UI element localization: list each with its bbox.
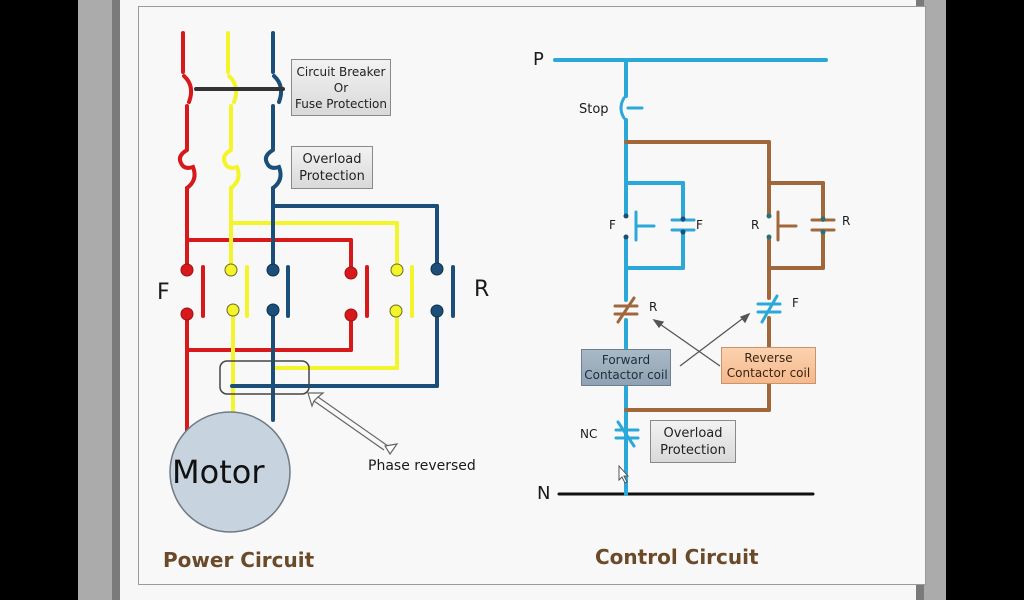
circuit-breaker-label-box: Circuit Breaker Or Fuse Protection — [291, 59, 391, 116]
overload-label-box-power: Overload Protection — [291, 146, 373, 189]
terminal-f-blue-top — [266, 263, 280, 277]
supply-label-p: P — [533, 49, 544, 70]
breaker-label-line1: Circuit Breaker — [296, 64, 386, 79]
terminal-r-yellow-top — [390, 263, 404, 277]
left-frame-shadow — [112, 0, 120, 600]
forward-rung-wire — [619, 58, 685, 496]
forward-start-button — [634, 210, 696, 242]
terminal-f-yellow-top — [224, 263, 238, 277]
reverse-start-label: R — [751, 218, 760, 232]
overload-power-line1: Overload — [302, 151, 362, 167]
overload-nc-contact — [614, 420, 640, 448]
phase-reversed-label: Phase reversed — [368, 458, 476, 474]
forward-coil-line1: Forward — [601, 352, 651, 367]
stop-label: Stop — [579, 102, 609, 117]
reverse-coil-line2: Contactor coil — [726, 365, 811, 380]
control-circuit-title: Control Circuit — [595, 545, 759, 569]
nc-label: NC — [580, 427, 598, 441]
forward-hold-label: F — [696, 218, 703, 232]
phase-blue-wire — [230, 31, 455, 422]
mouse-cursor-icon — [618, 464, 630, 484]
terminal-r-red-bottom — [344, 308, 358, 322]
forward-contactor-label: F — [157, 280, 170, 305]
reverse-contactor-label: R — [474, 277, 490, 302]
forward-contactor-coil: Forward Contactor coil — [581, 349, 671, 386]
forward-interlock-label: R — [649, 300, 658, 314]
right-frame-bar — [924, 0, 946, 600]
overload-label-box-control: Overload Protection — [650, 420, 736, 463]
terminal-r-red-top — [344, 266, 358, 280]
overload-power-line2: Protection — [299, 168, 365, 184]
terminal-r-yellow-bottom — [389, 304, 403, 318]
motor-label: Motor — [172, 453, 265, 491]
terminal-r-blue-bottom — [430, 304, 444, 318]
power-circuit — [177, 31, 455, 442]
contact-dots — [623, 213, 826, 240]
forward-interlock-contact — [613, 296, 639, 324]
breaker-label-line3: Fuse Protection — [294, 96, 387, 111]
power-circuit-title: Power Circuit — [163, 548, 315, 572]
terminal-f-blue-bottom — [266, 303, 280, 317]
phase-reversed-highlight — [219, 360, 310, 395]
terminal-f-red-top — [180, 263, 194, 277]
reverse-hold-label: R — [842, 214, 851, 228]
terminal-f-red-bottom — [180, 307, 194, 321]
reverse-coil-line1: Reverse — [744, 350, 793, 365]
forward-coil-line2: Contactor coil — [584, 367, 668, 382]
overload-control-line1: Overload — [663, 425, 723, 441]
interlock-arrows — [652, 312, 751, 367]
neutral-label-n: N — [537, 483, 551, 504]
motor — [169, 411, 291, 533]
overload-control-line2: Protection — [660, 442, 726, 458]
reverse-contactor-coil: Reverse Contactor coil — [721, 347, 816, 384]
reverse-start-button — [776, 210, 836, 242]
left-frame-bar — [78, 0, 112, 600]
reverse-interlock-contact — [756, 294, 782, 324]
reverse-rung-wire — [624, 140, 825, 412]
terminal-f-yellow-bottom — [226, 303, 240, 317]
forward-start-label: F — [609, 218, 616, 232]
terminal-r-blue-top — [430, 262, 444, 276]
phase-red-wire — [177, 31, 369, 442]
contactor-terminals — [180, 262, 444, 322]
reverse-interlock-label: F — [792, 296, 799, 310]
phase-reversed-arrow — [307, 392, 399, 456]
breaker-label-line2: Or — [333, 80, 349, 95]
